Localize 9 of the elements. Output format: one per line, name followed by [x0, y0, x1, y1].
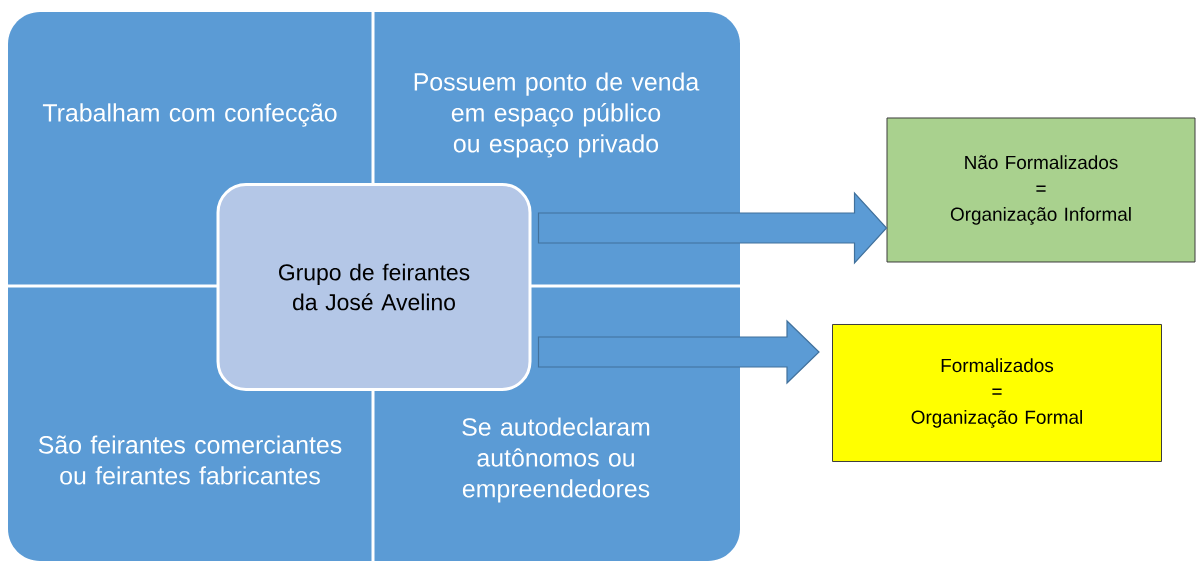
center-box: Grupo de feirantes da José Avelino	[216, 183, 532, 391]
block-arrow	[537, 319, 820, 385]
quadrant-text: Se autodeclaram autônomos ou empreendedores	[462, 417, 650, 503]
quadrant-text: Trabalham com confecção	[42, 103, 337, 127]
quadrant-text: São feirantes comerciantes ou feirantes fabricantes	[38, 435, 342, 485]
block-arrow	[537, 191, 888, 265]
result-box: Formalizados = Organização Formal	[832, 324, 1162, 462]
quadrant-text: Possuem ponto de venda em espaço público ou espaço privado	[414, 72, 700, 158]
result-box: Não Formalizados = Organização Informal	[886, 117, 1196, 263]
